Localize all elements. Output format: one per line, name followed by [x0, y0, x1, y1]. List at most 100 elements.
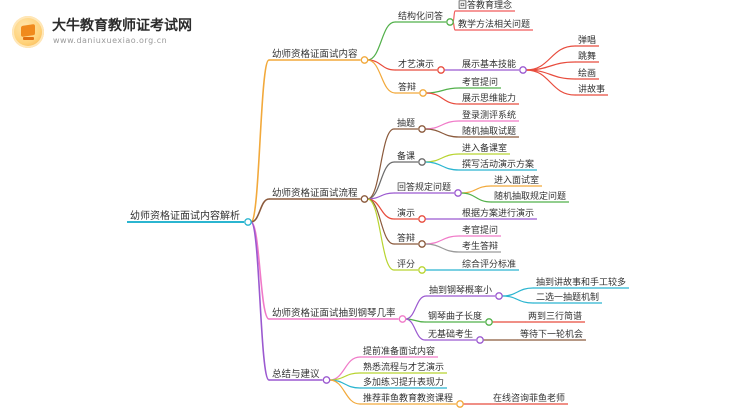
node-label: 抽题 — [397, 117, 415, 129]
mindmap-link — [328, 379, 361, 405]
mindmap-link — [460, 185, 492, 194]
mindmap-node[interactable]: 教学方法相关问题 — [455, 18, 534, 31]
mindmap-node[interactable]: 二选一抽题机制 — [533, 291, 603, 304]
collapse-toggle[interactable] — [485, 318, 493, 326]
mindmap-link — [366, 161, 395, 200]
collapse-toggle[interactable] — [437, 66, 445, 74]
node-label: 二选一抽题机制 — [536, 291, 599, 303]
mindmap-node[interactable]: 答辩 — [395, 81, 420, 94]
collapse-toggle[interactable] — [418, 125, 426, 133]
mindmap-node[interactable]: 幼师资格证面试内容 — [269, 48, 361, 61]
mindmap-link — [501, 295, 534, 304]
mindmap-link — [460, 192, 492, 203]
mindmap-node[interactable]: 备课 — [394, 150, 419, 163]
mindmap-node[interactable]: 评分 — [394, 259, 419, 271]
collapse-toggle[interactable] — [418, 266, 426, 274]
node-label: 综合评分标准 — [462, 258, 516, 270]
mindmap-node[interactable]: 抽到钢琴概率小 — [426, 284, 496, 297]
mindmap-node[interactable]: 根据方案进行演示 — [459, 207, 538, 220]
mindmap-node[interactable]: 讲故事 — [575, 83, 609, 96]
node-label: 提前准备面试内容 — [363, 345, 435, 357]
mindmap-node[interactable]: 随机抽取规定问题 — [491, 190, 570, 203]
collapse-toggle[interactable] — [398, 315, 407, 323]
mindmap-node[interactable]: 展示思维能力 — [459, 92, 520, 105]
mindmap-node[interactable]: 随机抽取试题 — [459, 125, 520, 138]
mindmap-link — [366, 128, 395, 200]
node-label: 备课 — [397, 150, 415, 162]
node-label: 推荐菲鱼教育教资课程 — [363, 392, 453, 404]
node-label: 进入备课室 — [462, 142, 507, 154]
collapse-toggle[interactable] — [418, 158, 426, 166]
mindmap-node[interactable]: 等待下一轮机会 — [517, 328, 587, 341]
collapse-toggle[interactable] — [360, 56, 369, 64]
node-label: 演示 — [397, 207, 415, 219]
logo-icon — [12, 16, 44, 48]
mindmap-node[interactable]: 进入面试室 — [491, 174, 543, 187]
mindmap-node[interactable]: 钢琴曲子长度 — [425, 310, 486, 323]
node-label: 无基础考生 — [428, 328, 473, 340]
mindmap-node[interactable]: 无基础考生 — [425, 328, 477, 341]
mindmap-node[interactable]: 幼师资格证面试抽到钢琴几率 — [269, 307, 399, 320]
mindmap-node[interactable]: 才艺演示 — [395, 58, 438, 71]
collapse-toggle[interactable] — [418, 215, 426, 223]
mindmap-root[interactable]: 幼师资格证面试内容解析 — [127, 209, 244, 223]
root-label: 幼师资格证面试内容解析 — [130, 209, 240, 222]
mindmap-node[interactable]: 考官提问 — [459, 224, 502, 237]
mindmap-node[interactable]: 抽到讲故事和手工较多 — [533, 276, 630, 289]
node-label: 评分 — [397, 259, 415, 270]
site-url: www.daniuxuexiao.org.cn — [53, 36, 168, 45]
collapse-toggle[interactable] — [495, 292, 503, 300]
mindmap-node[interactable]: 结构化问答 — [395, 10, 447, 23]
collapse-toggle[interactable] — [446, 18, 454, 26]
mindmap-node[interactable]: 答辩 — [394, 232, 419, 245]
mindmap-node[interactable]: 熟悉流程与才艺演示 — [360, 361, 448, 374]
mindmap-node[interactable]: 登录测评系统 — [459, 109, 520, 122]
node-label: 两到三行简谱 — [528, 310, 582, 322]
mindmap-link — [425, 87, 460, 94]
mindmap-node[interactable]: 弹唱 — [575, 34, 600, 47]
mindmap-node[interactable]: 两到三行简谱 — [525, 310, 586, 323]
collapse-toggle[interactable] — [519, 66, 527, 74]
mindmap-node[interactable]: 总结与建议 — [269, 368, 323, 381]
collapse-toggle[interactable] — [419, 89, 427, 97]
node-label: 考官提问 — [462, 224, 498, 236]
mindmap-node[interactable]: 在线咨询菲鱼老师 — [490, 392, 569, 405]
collapse-toggle[interactable] — [322, 376, 331, 384]
node-label: 回答教育理念 — [458, 0, 512, 11]
mindmap-link — [366, 198, 395, 271]
collapse-toggle[interactable] — [476, 336, 484, 344]
node-label: 等待下一轮机会 — [520, 328, 583, 340]
node-label: 幼师资格证面试抽到钢琴几率 — [272, 307, 396, 319]
mindmap-node[interactable]: 展示基本技能 — [459, 58, 520, 71]
collapse-toggle[interactable] — [454, 189, 462, 197]
mindmap-node[interactable]: 多加练习提升表现力 — [360, 376, 448, 389]
mindmap-node[interactable]: 提前准备面试内容 — [360, 345, 439, 358]
collapse-toggle[interactable] — [360, 195, 369, 203]
node-label: 总结与建议 — [272, 368, 320, 380]
node-label: 在线咨询菲鱼老师 — [493, 392, 565, 404]
mindmap-link — [250, 198, 270, 223]
mindmap-node[interactable]: 撰写活动演示方案 — [459, 158, 538, 171]
mindmap-node[interactable]: 回答教育理念 — [455, 0, 516, 12]
node-label: 撰写活动演示方案 — [462, 158, 534, 170]
node-label: 考生答辩 — [462, 240, 498, 252]
mindmap-node[interactable]: 考生答辩 — [459, 240, 502, 253]
mindmap-node[interactable]: 进入备课室 — [459, 142, 511, 155]
node-label: 多加练习提升表现力 — [363, 376, 444, 388]
mindmap-node[interactable]: 考官提问 — [459, 76, 502, 89]
mindmap-node[interactable]: 综合评分标准 — [459, 258, 520, 271]
collapse-toggle[interactable] — [418, 240, 426, 248]
mindmap-node[interactable]: 回答规定问题 — [394, 181, 455, 194]
mindmap-node[interactable]: 推荐菲鱼教育教资课程 — [360, 392, 457, 405]
node-label: 抽到钢琴概率小 — [429, 284, 492, 296]
collapse-toggle[interactable] — [456, 400, 464, 408]
mindmap-node[interactable]: 跳舞 — [575, 50, 600, 63]
mindmap-node[interactable]: 抽题 — [394, 117, 419, 130]
mindmap-node[interactable]: 幼师资格证面试流程 — [269, 187, 361, 200]
node-label: 才艺演示 — [398, 58, 434, 70]
mindmap-node[interactable]: 演示 — [394, 207, 419, 220]
collapse-toggle[interactable] — [244, 218, 252, 226]
mindmap-link — [250, 221, 270, 381]
mindmap-link — [425, 92, 460, 105]
mindmap-node[interactable]: 绘画 — [575, 67, 600, 80]
